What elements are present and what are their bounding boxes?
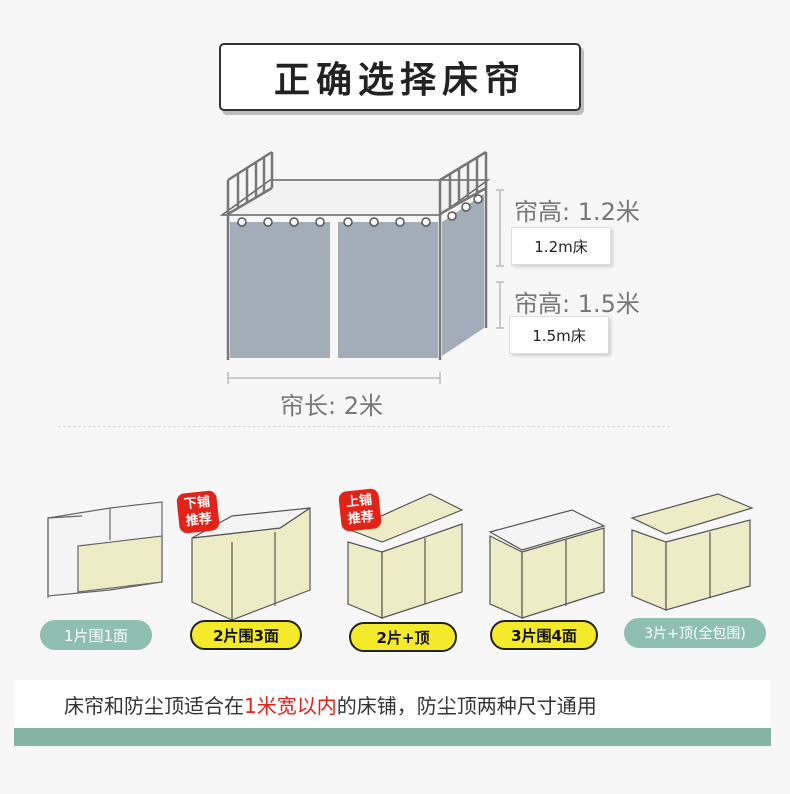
option-pill-3[interactable]: 2片+顶 [349, 622, 457, 652]
page-title-text: 正确选择床帘 [273, 60, 526, 101]
option-4-figure [488, 509, 606, 619]
upper-bunk-badge: 上铺推荐 [338, 488, 382, 532]
height-dimension [496, 189, 504, 329]
option-2-figure [191, 506, 311, 620]
size-tag-1: 1.2m床 [511, 227, 611, 265]
height-label-2: 帘高: 1.5米 [514, 290, 640, 318]
height-label-1: 帘高: 1.2米 [514, 198, 640, 226]
upper-badge-line2: 推荐 [347, 509, 375, 528]
lower-badge-line2: 推荐 [185, 511, 213, 530]
length-dimension [227, 372, 441, 384]
divider [58, 426, 670, 427]
lower-bunk-badge: 下铺推荐 [176, 490, 220, 534]
left-railing [226, 150, 274, 360]
option-5-figure [630, 493, 754, 611]
option-pill-4[interactable]: 3片围4面 [490, 620, 598, 650]
bed-illustration [219, 150, 504, 384]
option-3-figure [347, 493, 464, 619]
option-pill-5[interactable]: 3片+顶(全包围) [624, 618, 766, 648]
option-1-figure [47, 501, 163, 598]
length-label: 帘长: 2米 [280, 392, 383, 420]
page-title: 正确选择床帘 [219, 43, 581, 111]
right-railing [438, 150, 488, 360]
option-pill-2[interactable]: 2片围3面 [190, 620, 302, 650]
footer-highlight: 1米宽以内 [244, 693, 337, 718]
curtain-left [230, 222, 330, 358]
options-illustration [47, 493, 754, 620]
curtain-side [442, 194, 484, 356]
option-pill-1[interactable]: 1片围1面 [40, 620, 152, 650]
curtain-rings [237, 194, 483, 227]
footer-text-2: 的床铺，防尘顶两种尺寸通用 [336, 693, 597, 718]
size-tag-2: 1.5m床 [509, 316, 609, 354]
curtain-right [338, 222, 438, 358]
footer-text-1: 床帘和防尘顶适合在 [64, 693, 244, 718]
